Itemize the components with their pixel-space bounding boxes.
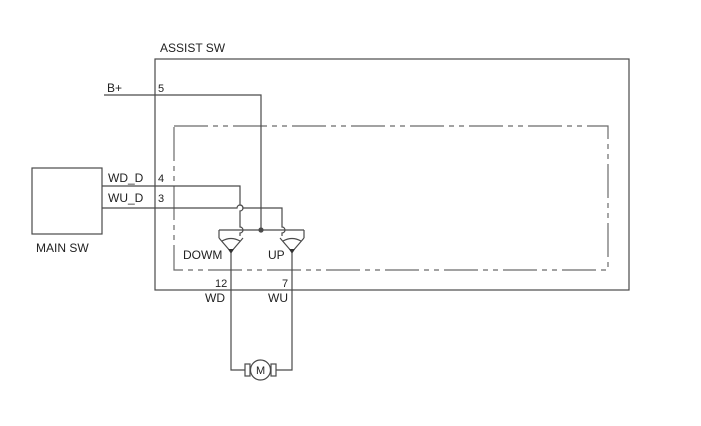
pin-7: 7 bbox=[282, 278, 288, 290]
wu-d-wire bbox=[102, 204, 286, 236]
wd-output-label: WD bbox=[205, 291, 225, 305]
main-switch-box bbox=[31, 167, 103, 235]
down-switch-label: DOWM bbox=[183, 248, 222, 262]
wu-output-label: WU bbox=[268, 291, 288, 305]
wu-output-wire bbox=[276, 252, 293, 371]
assist-switch-label: ASSIST SW bbox=[160, 41, 226, 55]
pin-12: 12 bbox=[215, 278, 227, 290]
wd-d-label: WD_D bbox=[108, 171, 144, 185]
main-switch-label: MAIN SW bbox=[36, 241, 89, 255]
pin-4: 4 bbox=[158, 173, 164, 185]
power-wire bbox=[104, 94, 262, 230]
motor bbox=[244, 359, 277, 381]
motor-label: M bbox=[256, 365, 265, 377]
assist-switch-box bbox=[154, 58, 630, 291]
junction-dot bbox=[258, 227, 264, 233]
power-label: B+ bbox=[107, 81, 122, 95]
up-switch-label: UP bbox=[268, 248, 285, 262]
wu-d-label: WU_D bbox=[108, 191, 144, 205]
internal-boundary bbox=[173, 125, 609, 271]
wd-output-wire bbox=[230, 252, 245, 371]
pin-5: 5 bbox=[158, 83, 164, 95]
pin-3: 3 bbox=[158, 193, 164, 205]
